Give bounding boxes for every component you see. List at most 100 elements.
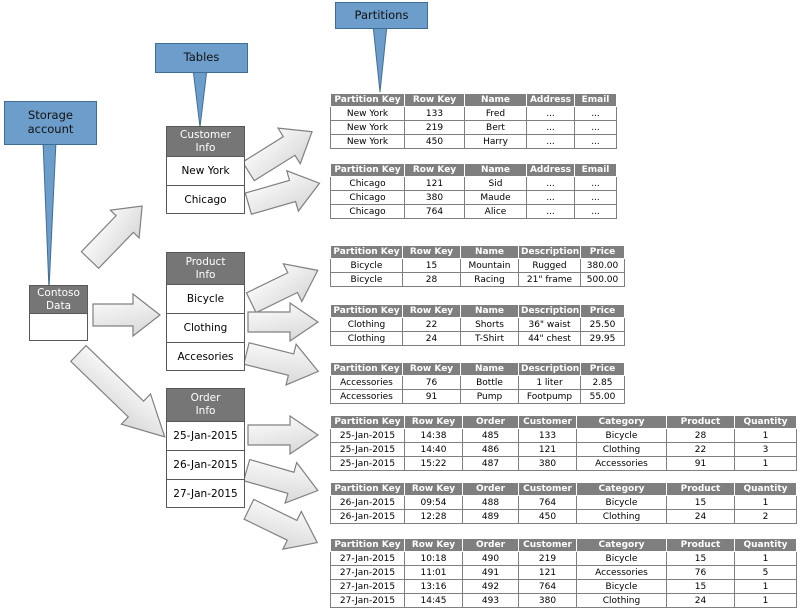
table-cell: 380 [518,456,577,471]
entity-product-info-header-line1: Product [185,255,226,268]
table-cell: Clothing [330,317,403,332]
table-cell: ... [526,176,575,191]
arrow-product-to-clothing [247,301,320,343]
table-column-header: Customer [518,415,577,429]
table-cell: 76 [402,375,461,390]
table-column-header: Product [666,415,735,429]
entity-customer-info-row-new-york[interactable]: New York [167,157,244,186]
table-cell: 21" frame [518,272,581,287]
table-cell: 2.85 [580,375,625,390]
table-column-header: Price [580,304,625,318]
entity-product-info-row-clothing[interactable]: Clothing [167,314,244,343]
entity-product-info-header-line2: Info [195,268,216,281]
callout-partitions: Partitions [335,2,428,93]
entity-product-info-row-accesories[interactable]: Accesories [177,350,234,363]
table-cell: 1 [734,495,797,510]
arrow-contoso-to-product [92,292,161,338]
callout-storage-account-line2: account [27,122,74,136]
callout-partitions-label: Partitions [354,7,409,22]
table-cell: Harry [464,134,527,149]
table-column-header: Name [460,304,519,318]
table-cell: Mountain [460,258,519,273]
table-cell: 27-Jan-2015 [330,551,405,566]
table-column-header: Product [666,538,735,552]
table-column-header: Row Key [404,415,463,429]
table-cell: 14:40 [404,442,463,457]
table-column-header: Price [580,362,625,376]
table-cell: 121 [518,442,577,457]
table-cell: 764 [518,579,577,594]
table-cell: Clothing [330,331,403,346]
table-cell: 27-Jan-2015 [330,579,405,594]
entity-product-info-row-bicycle[interactable]: Bicycle [167,285,244,314]
entity-order-info-row-26-jan-2015[interactable]: 26-Jan-2015 [167,451,244,480]
table-column-header: Address [526,163,575,177]
table-cell: 36" waist [518,317,581,332]
entity-order-info-row-25-jan-2015[interactable]: 25-Jan-2015 [167,422,244,451]
arrow-product-to-bicycle [245,262,319,314]
table-column-header: Category [576,538,667,552]
table-cell: 3 [734,442,797,457]
table-cell: 15 [666,495,735,510]
entity-contoso-data-row-0[interactable] [30,314,87,341]
table-column-header: Address [526,93,575,107]
table-column-header: Description [518,362,581,376]
table-cell: 15 [666,551,735,566]
table-cell: 380.00 [580,258,625,273]
table-cell: Footpump [518,389,581,404]
table-cell: ... [526,106,575,121]
table-column-header: Partition Key [330,163,405,177]
table-cell: 11:01 [404,565,463,580]
table-cell: ... [526,120,575,135]
callout-storage-account-line1: Storage [27,108,73,123]
table-cell: Pump [460,389,519,404]
table-cell: Bicycle [576,579,667,594]
table-cell: 492 [462,579,519,594]
table-cell: 450 [518,509,577,524]
table-cell: Sid [464,176,527,191]
table-cell: 28 [402,272,461,287]
entity-order-info-row-27-jan-2015[interactable]: 27-Jan-2015 [173,487,238,500]
callout-partitions-bubble: Partitions [335,2,428,29]
table-cell: 91 [402,389,461,404]
table-cell: 764 [518,495,577,510]
entity-customer-info-row-chicago[interactable]: Chicago [184,193,227,206]
table-cell: Maude [464,190,527,205]
